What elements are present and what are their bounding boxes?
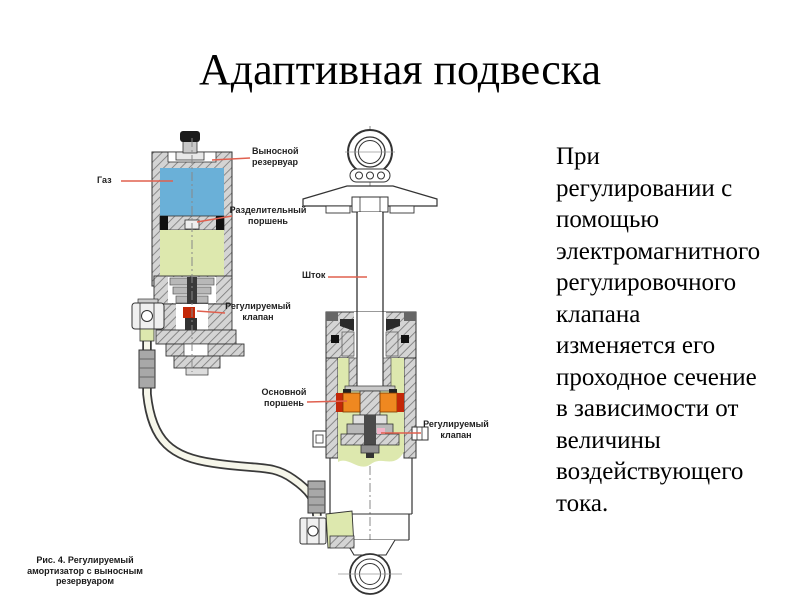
label-gas: Газ [97,175,112,185]
slide-title: Адаптивная подвеска [198,45,602,94]
connecting-hose [138,341,326,517]
gas-valve-stem [175,131,205,161]
bottom-hose-fitting [299,510,355,549]
bottom-eye-mount [338,553,402,595]
label-reservoir-valve: Регулируемый клапан [225,301,291,322]
remote-reservoir [131,131,245,376]
label-main-valve: Регулируемый клапан [423,419,489,440]
reservoir-valve-body [153,275,245,376]
hose-sleeve-top [138,349,156,389]
rod-guide [344,357,396,392]
reservoir-hose-fitting [131,298,165,342]
figure-caption: Рис. 4. Регулируемый амортизатор с вынос… [27,555,143,586]
label-remote-reservoir: Выносной резервуар [252,146,299,167]
body-paragraph: При регулировании с помощью электромагни… [556,143,761,517]
leader-separator-piston [196,215,233,223]
cylinder-head [325,311,417,359]
top-eye-mount [345,129,395,183]
label-main-piston: Основной поршень [261,387,307,408]
main-shock-absorber [299,126,438,596]
main-piston [336,389,404,416]
leader-main-piston [306,400,348,403]
leader-reservoir [211,157,251,161]
side-bracket-left [312,430,327,448]
leader-reservoir-valve [196,310,226,314]
reservoir-valve-element [183,307,195,318]
hose-sleeve-bottom [307,480,326,514]
leader-lines [121,157,421,434]
spring-plate [302,185,438,214]
label-separator-piston: Разделительный поршень [229,205,307,226]
label-rod: Шток [302,270,326,280]
main-adjustable-valve [340,414,400,458]
cylinder-wall-right [403,357,417,459]
